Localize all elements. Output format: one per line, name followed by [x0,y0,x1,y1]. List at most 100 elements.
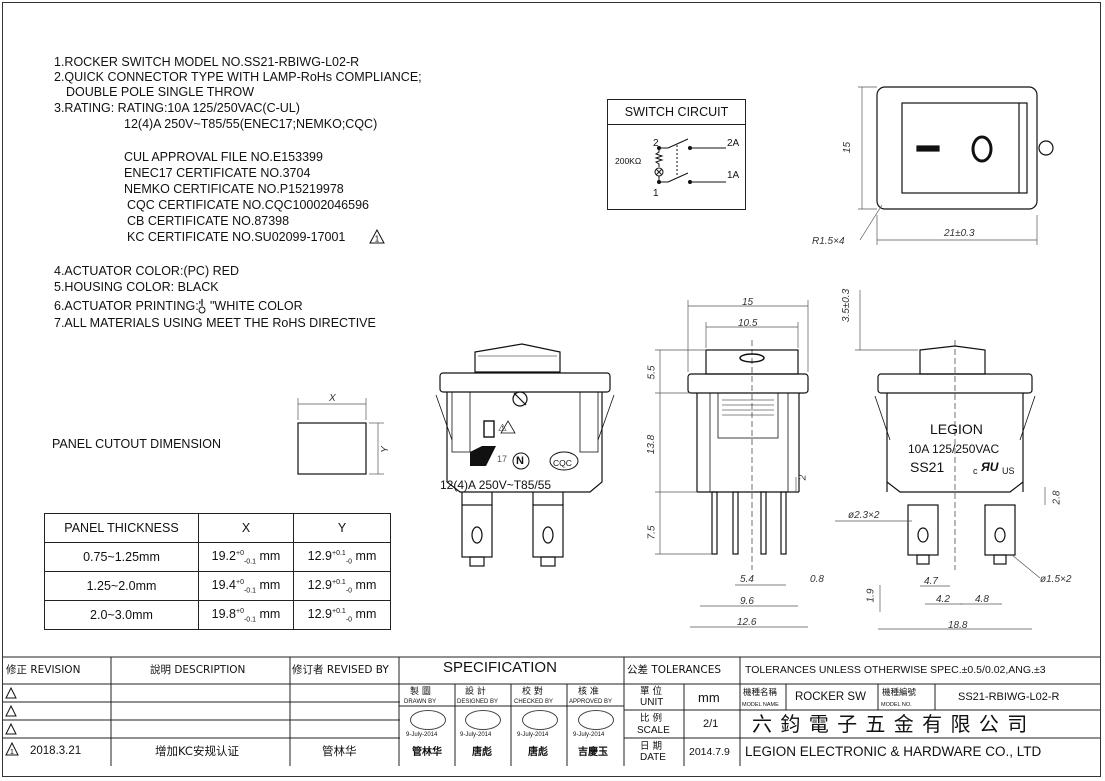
description-header: 說明 DESCRIPTION [150,664,246,676]
note-2: 2.QUICK CONNECTOR TYPE WITH LAMP-RoHs CO… [54,70,422,84]
dim-terminal-width: 4.8 [975,594,989,605]
designed-signature: 唐彪 [472,747,492,758]
dim-top-width: 21±0.3 [944,228,975,239]
dim-actuator-width: 10.5 [738,318,758,329]
approval-stamp [410,710,446,730]
tolerances-header: 公差 TOLERANCES [627,664,722,676]
dim-terminal-gap: 4.2 [936,594,950,605]
table-row: 1.25~2.0mm 19.4+0-0.1 mm 12.9+0.1-0 mm [44,571,391,601]
designed-label: 設 計 [465,687,486,697]
panel-cutout-drawing [297,398,384,475]
row-x: 19.2+0-0.1 mm [198,542,294,572]
dim-terminal-offset: 4.7 [924,576,938,587]
circuit-resistor-label: 200KΩ [615,156,642,166]
dim-flange-height: 5.5 [646,365,658,380]
panel-thickness-table: PANEL THICKNESS X Y 0.75~1.25mm 19.2+0-0… [44,513,391,630]
approval-stamp [465,710,501,730]
row-x: 19.4+0-0.1 mm [198,571,294,601]
table-header-x: X [198,513,294,543]
model-print: SS21 [910,459,945,475]
dim-overall-width: 18.8 [948,620,968,631]
scale-label-en: SCALE [637,725,670,736]
row-thickness: 0.75~1.25mm [44,542,199,572]
dim-hole-diameter: ø2.3×2 [848,510,880,521]
note-5: 5.HOUSING COLOR: BLACK [54,280,219,294]
approved-label: 核 准 [578,687,599,697]
cert-cb: CB CERTIFICATE NO.87398 [127,214,290,228]
dim-base-width: 12.6 [737,617,757,628]
circuit-terminal-2: 2 [653,138,659,149]
dim-pin-spacing: 5.4 [740,574,754,585]
stamp-date: 9-July-2014 [573,732,605,738]
company-name-cn: 六 鈞 電 子 五 金 有 限 公 司 [752,712,1029,736]
model-no-label-en: MODEL NO. [881,702,912,708]
dim-terminal-length: 7.5 [646,525,658,540]
revision-number: 1 [10,749,14,756]
switch-circuit-title: SWITCH CIRCUIT [608,100,745,125]
revision-triangle-number: 1 [375,235,380,244]
top-view [876,86,1054,210]
revision-triangle-icon [5,705,17,717]
dim-pin-span: 9.6 [740,596,754,607]
row-x: 19.8+0-0.1 mm [198,600,294,630]
front-rating-print: 12(4)A 250V~T85/55 [440,478,552,492]
approval-stamp [522,710,558,730]
unit-label: 單 位 [640,686,663,697]
revision-triangle-icon [5,687,17,699]
note-2b: DOUBLE POLE SINGLE THROW [66,85,255,99]
side-view [687,340,809,570]
cul-c-mark: c [973,466,978,476]
date-label: 日 期 [640,741,663,752]
checked-label-en: CHECKED BY [514,699,554,705]
revision-triangle-icon: 1 [5,742,19,756]
scale-label: 比 例 [640,713,663,724]
tolerances-note: TOLERANCES UNLESS OTHERWISE SPEC.±0.5/0.… [745,664,1046,676]
drawn-label-en: DRAWN BY [404,699,437,705]
note-6a: 6.ACTUATOR PRINTING:" [54,299,204,313]
on-off-symbol-icon [198,299,206,314]
cert-nemko: NEMKO CERTIFICATE NO.P15219978 [124,182,344,196]
stamp-date: 9-July-2014 [517,732,549,738]
model-name-value: ROCKER SW [795,691,866,703]
dim-actuator-height: 3.5±0.3 [841,288,853,323]
cert-cul: CUL APPROVAL FILE NO.E153399 [124,150,323,164]
cert-kc: KC CERTIFICATE NO.SU02099-17001 [127,230,346,244]
revision-header: 修正 REVISION [6,664,81,676]
dim-corner-radius: R1.5×4 [812,236,845,247]
panel-cutout-title: PANEL CUTOUT DIMENSION [52,437,222,451]
revision-triangle-icon [5,723,17,735]
note-1: 1.ROCKER SWITCH MODEL NO.SS21-RBIWG-L02-… [54,55,360,69]
date-value: 2014.7.9 [689,746,730,758]
table-row: 0.75~1.25mm 19.2+0-0.1 mm 12.9+0.1-0 mm [44,542,391,572]
table-header-y: Y [293,513,391,543]
model-no-value: SS21-RBIWG-L02-R [958,691,1060,703]
drawn-signature: 管林华 [412,747,442,758]
dim-pin-width: 0.8 [810,574,824,585]
checked-label: 校 對 [522,687,543,697]
right-view [874,340,1036,570]
revision-date: 2018.3.21 [30,745,82,757]
circuit-terminal-1: 1 [653,188,659,199]
date-label-en: DATE [640,752,666,763]
stamp-date: 9-July-2014 [406,732,438,738]
company-name-en: LEGION ELECTRONIC & HARDWARE CO., LTD [745,744,1042,759]
dim-body-height: 13.8 [646,434,658,455]
dim-terminal-step: 1.9 [865,588,877,603]
note-3b: 12(4)A 250V~T85/55(ENEC17;NEMKO;CQC) [124,117,378,131]
revision-triangle-icon: 1 [369,229,385,244]
stamp-date: 9-July-2014 [460,732,492,738]
cert-enec: ENEC17 CERTIFICATE NO.3704 [124,166,311,180]
row-thickness: 2.0~3.0mm [44,600,199,630]
circuit-terminal-2a: 2A [727,138,740,149]
revision-description: 增加KC安规认证 [155,744,239,758]
brand-print: LEGION [930,421,983,437]
row-thickness: 1.25~2.0mm [44,571,199,601]
nemko-mark: N [516,455,524,467]
panel-cutout-y-label: Y [379,446,391,453]
row-y: 12.9+0.1-0 mm [293,571,391,601]
dim-terminal-top: 2.8 [1051,490,1063,505]
note-7: 7.ALL MATERIALS USING MEET THE RoHS DIRE… [54,316,376,330]
